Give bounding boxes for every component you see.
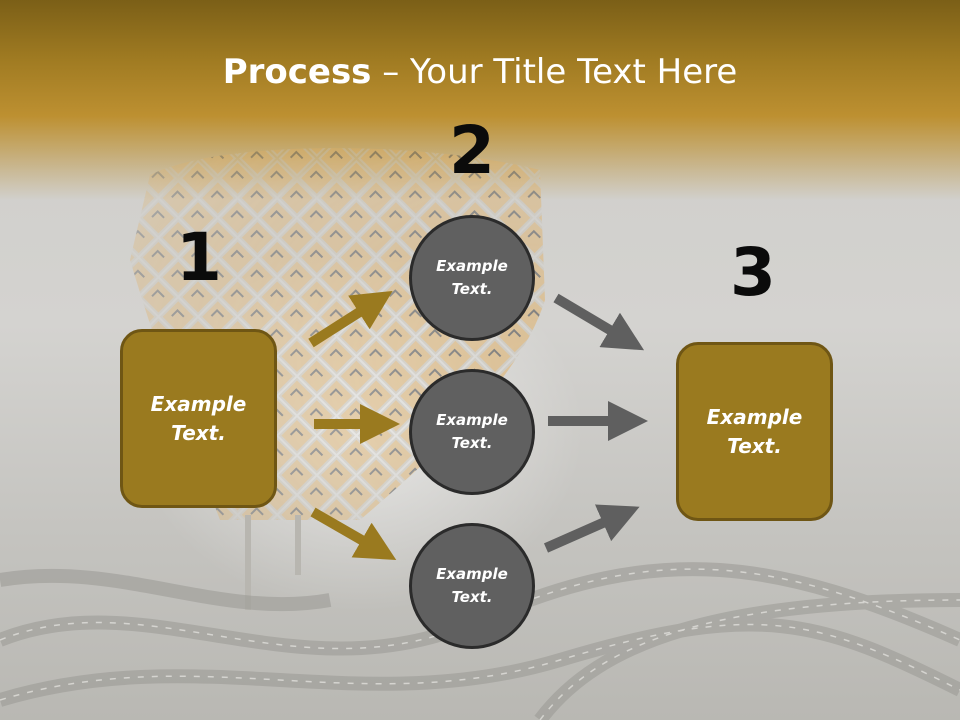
title-bold: Process	[222, 52, 372, 92]
step-number-2: 2	[449, 112, 495, 189]
step-number-3: 3	[730, 234, 776, 311]
step-1-label: Example Text.	[150, 391, 247, 445]
step-3-label: Example Text.	[706, 404, 803, 458]
page-title: Process – Your Title Text Here	[0, 52, 960, 92]
step-2-label-middle: Example Text.	[436, 411, 508, 452]
arrow-right-down-icon	[553, 293, 645, 351]
step-number-1: 1	[176, 219, 222, 296]
arrow-right-up-icon	[543, 504, 640, 553]
arrow-right-up-icon	[308, 290, 393, 348]
step-2-label-bottom: Example Text.	[436, 565, 508, 606]
step-2-circle-middle[interactable]: Example Text.	[409, 369, 535, 495]
step-2-circle-bottom[interactable]: Example Text.	[409, 523, 535, 649]
title-rest: – Your Title Text Here	[371, 52, 738, 92]
step-2-circle-top[interactable]: Example Text.	[409, 215, 535, 341]
step-1-box[interactable]: Example Text.	[120, 329, 277, 508]
step-3-box[interactable]: Example Text.	[676, 342, 833, 521]
arrow-right-down-icon	[310, 507, 397, 560]
step-2-label-top: Example Text.	[436, 257, 508, 298]
